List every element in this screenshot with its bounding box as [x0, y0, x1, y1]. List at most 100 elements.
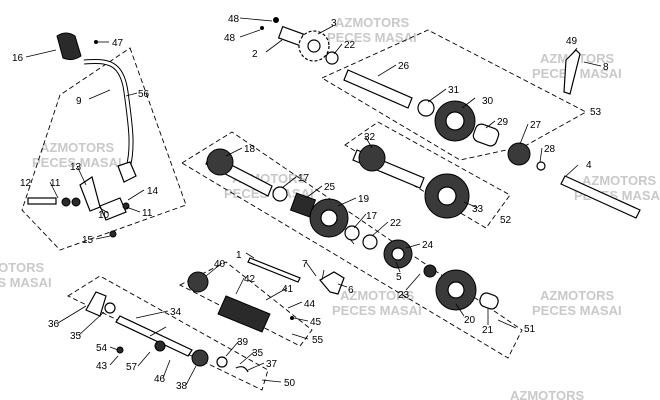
watermark-line2: PECES MASAI	[332, 303, 422, 318]
callout-label: 51	[524, 324, 536, 335]
callout-label: 33	[472, 204, 484, 215]
callout-label: 32	[364, 132, 376, 143]
callout-label: 11	[50, 178, 61, 189]
watermark-line1: AZMOTORS	[340, 288, 414, 303]
callout-label: 45	[310, 317, 322, 328]
callout-label: 47	[112, 38, 124, 49]
bolt	[260, 26, 264, 30]
callout-label: 17	[366, 211, 378, 222]
gear-hub	[445, 111, 465, 131]
callout-label: 22	[344, 40, 356, 51]
washer	[216, 356, 228, 368]
watermark-line1: AZMOTORS	[335, 15, 409, 30]
gear-hub	[320, 209, 338, 227]
shift-drum-assembly	[187, 257, 345, 333]
pin	[290, 316, 294, 320]
countershaft-assembly	[352, 144, 470, 219]
watermark-line2: PECES MASAI	[0, 275, 52, 290]
output-shaft-assembly	[343, 49, 641, 219]
callout-label: 49	[566, 36, 578, 47]
callout-label: 41	[282, 284, 294, 295]
callout-label: 34	[170, 307, 182, 318]
callout-label: 56	[138, 89, 150, 100]
sprocket-hub	[307, 39, 321, 53]
watermark: AZMOTORS PECES MASAI	[532, 288, 622, 318]
callout-label: 2	[252, 49, 258, 60]
shaft-gear	[206, 148, 234, 176]
gear-lever-assembly	[27, 32, 137, 238]
callout-label: 28	[544, 144, 556, 155]
watermark: AZMOTORS PECES MASAI	[0, 260, 52, 290]
bolt	[273, 17, 279, 23]
small-gear	[507, 142, 531, 166]
callout-label: 19	[358, 194, 370, 205]
watermark-line2: PECES MASAI	[327, 30, 417, 45]
kick-shaft-assembly	[85, 291, 249, 373]
small-screw	[94, 40, 98, 44]
drum-gear	[187, 271, 209, 293]
callout-label: 16	[12, 53, 24, 64]
callout-labels: 1 2 3 4 5 6 7 8 9 10 11 11 12 13 14 15 1…	[12, 14, 609, 392]
watermark: AZMOTORS	[510, 388, 584, 400]
bushing	[479, 292, 499, 310]
shift-rod	[247, 257, 301, 283]
shift-fork	[319, 271, 345, 295]
callout-label: 48	[224, 33, 236, 44]
washer	[344, 225, 360, 241]
callout-label: 17	[298, 173, 310, 184]
callout-label: 18	[244, 144, 256, 155]
callout-label: 24	[422, 240, 434, 251]
callout-label: 7	[302, 259, 308, 270]
washer	[61, 197, 71, 207]
watermark-line2: PECES MASAI	[532, 303, 622, 318]
watermark-line1: AZMOTORS	[40, 140, 114, 155]
spring-clip	[235, 366, 249, 373]
callout-label: 37	[266, 359, 278, 370]
watermark: AZMOTORS PECES MASAI	[332, 288, 422, 318]
watermark-line1: AZMOTORS	[582, 173, 656, 188]
callout-label: 4	[586, 160, 592, 171]
shift-drum	[217, 295, 271, 333]
callout-label: 42	[244, 274, 256, 285]
shift-arm	[79, 176, 101, 212]
watermark-line1: AZMOTORS	[0, 260, 44, 275]
circlip	[104, 302, 116, 314]
callout-label: 30	[482, 96, 494, 107]
washer	[417, 99, 435, 117]
callout-label: 40	[214, 259, 226, 270]
callout-label: 1	[236, 250, 242, 261]
pivot-bolt	[27, 197, 57, 205]
callout-label: 5	[396, 272, 402, 283]
gear-hub	[391, 247, 405, 261]
small-gear	[191, 349, 209, 367]
output-shaft	[343, 69, 413, 109]
callout-label: 10	[98, 210, 110, 221]
gear-hub	[447, 281, 465, 299]
gear-hub	[437, 186, 457, 206]
callout-label: 13	[70, 162, 82, 173]
callout-label: 44	[304, 299, 316, 310]
output-shaft-group-outline	[321, 29, 587, 161]
main-shaft-assembly	[205, 148, 499, 311]
watermark: AZMOTORS PECES MASAI	[32, 140, 122, 170]
callout-label: 39	[237, 337, 249, 348]
shaft-gear	[358, 144, 386, 172]
callout-label: 46	[154, 374, 166, 385]
callout-label: 53	[590, 107, 602, 118]
main-shaft-group-outline	[181, 131, 523, 359]
callout-label: 21	[482, 325, 494, 336]
callout-label: 26	[398, 61, 410, 72]
callout-label: 38	[176, 381, 188, 392]
callout-label: 48	[228, 14, 240, 25]
kick-shaft	[115, 315, 193, 357]
callout-label: 52	[500, 215, 512, 226]
watermark-line2: PECES MASAI	[32, 155, 122, 170]
screw	[109, 230, 117, 238]
callout-label: 12	[20, 178, 32, 189]
callout-label: 25	[324, 182, 336, 193]
callout-label: 8	[603, 62, 609, 73]
callout-label: 9	[76, 96, 82, 107]
bushing	[472, 123, 500, 147]
